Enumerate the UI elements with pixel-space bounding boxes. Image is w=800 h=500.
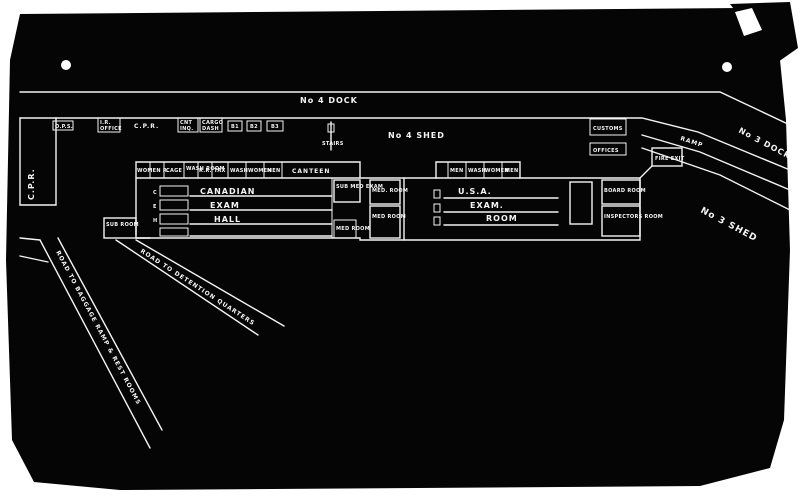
road-left-edge [19, 237, 41, 241]
b3-box [266, 120, 284, 132]
exam-cell [159, 185, 189, 197]
cargo-box [199, 117, 223, 133]
ops-box [52, 120, 74, 131]
wash-label-2: WASH [468, 168, 486, 174]
cpr-side-label: C.P.R. [27, 168, 36, 200]
b1-label: B1 [231, 124, 239, 130]
usa-cell [433, 189, 441, 199]
canadian-label: CANADIAN [200, 187, 255, 196]
stair-rect [327, 123, 335, 133]
med-room-b [369, 205, 401, 239]
usa-cell [433, 216, 441, 226]
shed-wall-outer [19, 117, 791, 171]
exam-cell [159, 199, 189, 211]
cpr-counter-label: C.P.R. [134, 123, 159, 130]
cpr-building [19, 117, 57, 206]
board-room [601, 179, 641, 205]
ops-label: O.P.S. [55, 124, 73, 130]
sub-room [103, 217, 137, 239]
women-label-2: WOMEN [485, 168, 509, 174]
usa-cell [433, 203, 441, 213]
col-h-label: H [153, 218, 158, 224]
sub-med-exam-label: SUB MED EXAM [336, 184, 383, 190]
wash-label: WASH [230, 168, 248, 174]
road-left-edge-2 [19, 255, 49, 263]
shed-wall-line-2 [641, 134, 791, 191]
road-baggage-edge-1 [39, 239, 151, 449]
ir-label: I.R. [100, 120, 111, 126]
blueprint-ground [6, 8, 790, 490]
offices-label: OFFICES [593, 148, 619, 154]
tax-label: TAX [214, 168, 226, 174]
men-label: MEN [267, 168, 280, 174]
inq-label: INQ. [180, 126, 193, 132]
usa-label: U.S.A. [458, 187, 492, 196]
road-baggage-edge-2 [57, 237, 163, 431]
wash-room-label: WASH ROOM [186, 166, 225, 172]
road-detention-edge-1 [115, 239, 259, 336]
customs-box [589, 118, 627, 136]
canteen-label: CANTEEN [292, 168, 330, 175]
b2-box [246, 120, 262, 132]
offices-box [589, 142, 627, 156]
exam-cell [159, 213, 189, 225]
med-room-label-3: MED ROOM [336, 226, 370, 232]
med-room-label-2: MED ROOM [372, 214, 406, 220]
men-wash-label: MEN [450, 168, 463, 174]
dock-edge-top [19, 91, 791, 126]
ir-office-label: OFFICE [100, 126, 122, 132]
pin-hole-left [61, 60, 71, 70]
inspectors-room [601, 205, 641, 237]
cargo-label: CARGO [202, 120, 223, 126]
fire-exit-line [639, 165, 653, 179]
hall-label: HALL [214, 215, 241, 224]
exam-cell [159, 227, 189, 237]
room-label: ROOM [486, 214, 518, 223]
board-room-label: BOARD ROOM [604, 188, 646, 194]
road-detention-edge-2 [135, 239, 285, 327]
col-c-label: C [153, 190, 157, 196]
fire-exit-label: FIRE EXIT [655, 156, 685, 162]
cage-label: CAGE [166, 168, 183, 174]
b3-label: B3 [271, 124, 279, 130]
paper-flap [735, 8, 762, 36]
col-e-label: E [153, 204, 157, 210]
dash-label: DASH [202, 126, 219, 132]
cnt-inq-box [177, 117, 199, 133]
women-rr-label: WOMEN R. [137, 168, 169, 174]
exam-label: EXAM [210, 201, 240, 210]
pin-hole-right [722, 62, 732, 72]
sub-med-exam-room [333, 179, 361, 203]
shed-wall-line-3 [641, 147, 791, 211]
med-room-small [333, 219, 357, 239]
med-room-label-1: MED. ROOM [372, 188, 408, 194]
b2-label: B2 [250, 124, 258, 130]
men-label-2: MEN [505, 168, 518, 174]
women-label: WOMEN [248, 168, 272, 174]
cnt-label: CNT [180, 120, 192, 126]
ir-office-box [97, 117, 121, 133]
b1-box [227, 120, 243, 132]
exam-label-2: EXAM. [470, 201, 504, 210]
inspectors-room-label: INSPECTORS ROOM [604, 214, 663, 220]
sub-room-label: SUB ROOM [106, 222, 139, 228]
customs-label: CUSTOMS [593, 126, 623, 132]
med-room-a [369, 179, 401, 205]
stairs-label: STAIRS [322, 141, 344, 147]
main-building-outline [135, 161, 641, 241]
usa-counter [569, 181, 593, 225]
no4-dock-label: No 4 DOCK [300, 96, 358, 105]
no4-shed-label: No 4 SHED [388, 131, 445, 140]
fire-exit-box [651, 147, 683, 167]
rr-label: R.R. [199, 168, 212, 174]
